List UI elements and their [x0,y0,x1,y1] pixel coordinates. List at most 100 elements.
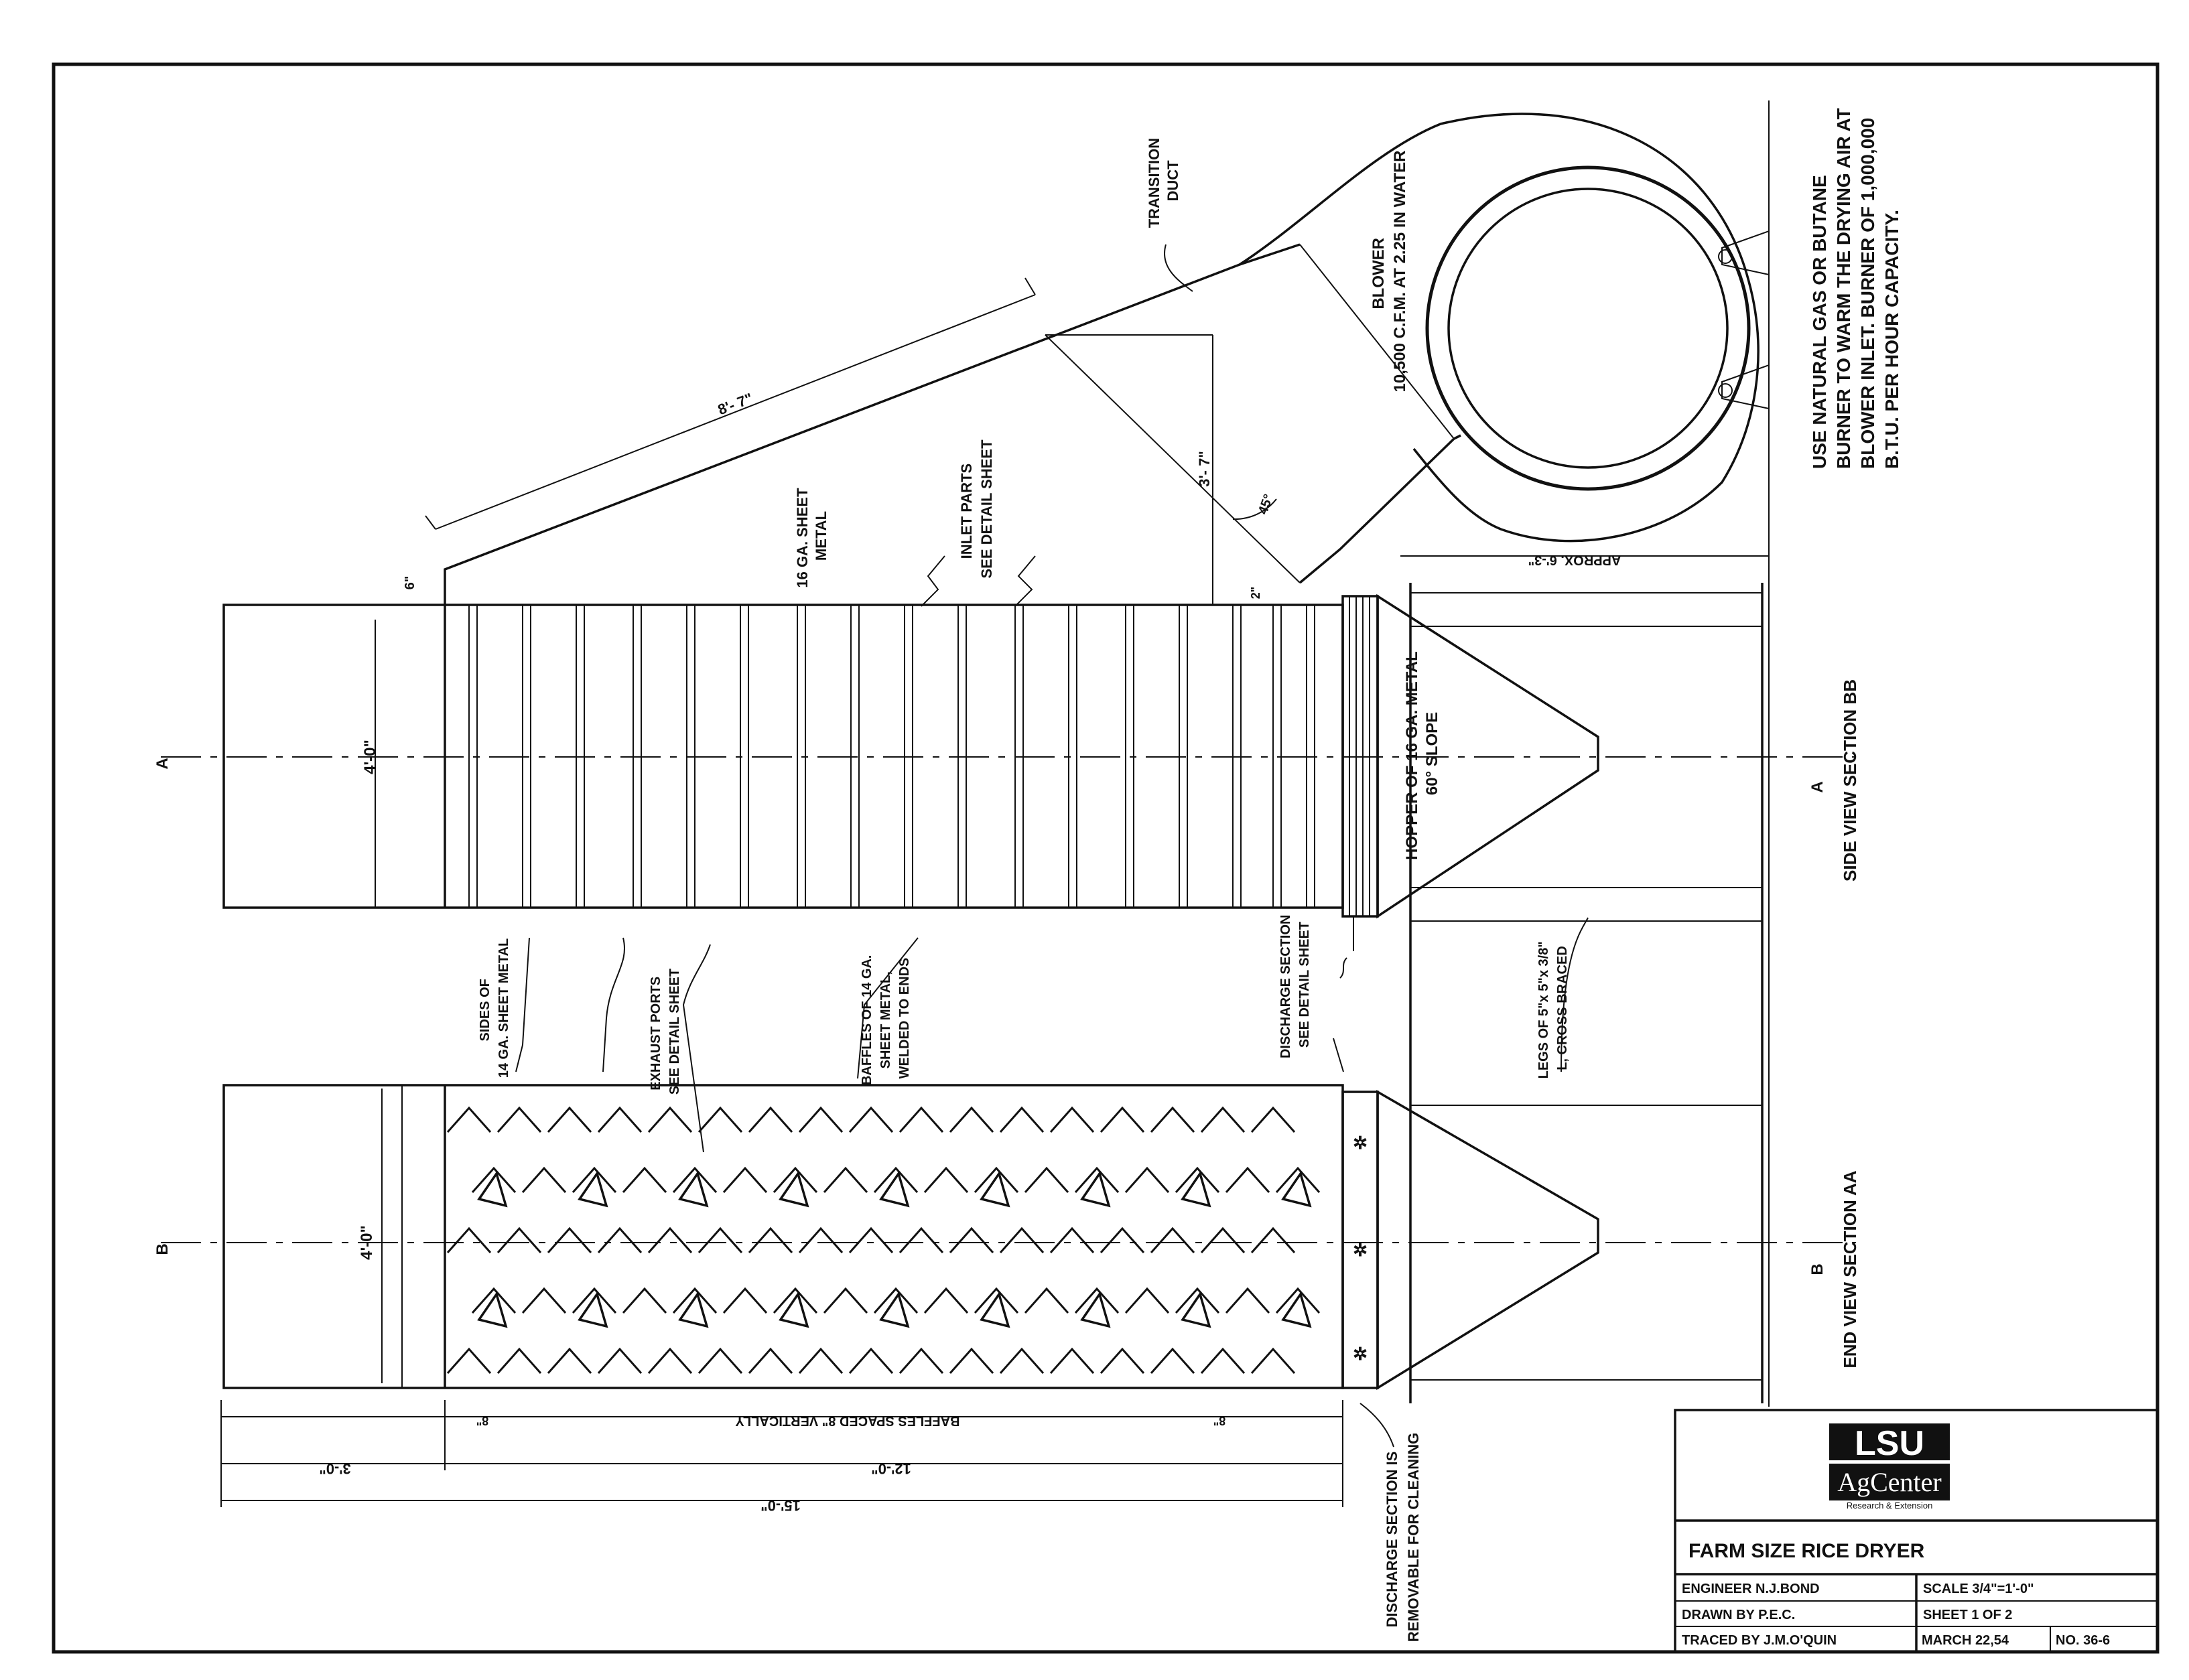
label-baffles: BAFFLES OF 14 GA. [860,955,874,1085]
baffle-chevron [597,1347,643,1374]
label-legs: LEGS OF 5"x 5"x 3/8" [1536,941,1551,1078]
traced-by: TRACED BY J.M.O'QUIN [1682,1633,1837,1648]
svg-text:Research & Extension: Research & Extension [1847,1500,1933,1511]
baffle-chevron [1100,1106,1145,1133]
baffle-chevron [1024,1166,1069,1193]
baffle-chevron [698,1106,743,1133]
svg-text:LSU: LSU [1855,1424,1924,1463]
baffle-chevron [672,1166,718,1193]
dim-duct-height: 3'- 7" [1196,451,1213,487]
dim-eight-in-1: 8" [476,1414,489,1427]
label-inlet-parts: INLET PARTS [958,464,975,559]
dim-approx: APPROX. 6'-3" [1528,553,1621,567]
baffle-chevron [823,1166,868,1193]
exhaust-port [678,1170,709,1208]
side-hopper [1376,593,1599,919]
baffle-chevron [521,1287,567,1314]
baffle-chevron [848,1347,894,1374]
end-dryer-body [222,1084,1344,1389]
exhaust-port [1181,1170,1211,1208]
baffle-chevron [547,1227,592,1253]
dimension-lines [220,277,1769,1507]
baffle-chevron [798,1227,844,1253]
side-view-title: SIDE VIEW SECTION BB [1840,679,1860,882]
baffle-chevron [722,1287,768,1314]
baffle-chevron [1250,1227,1296,1253]
label-removable: DISCHARGE SECTION IS [1384,1452,1400,1628]
baffle-chevron [1275,1166,1321,1193]
baffle-chevron [1250,1347,1296,1374]
svg-text:✲: ✲ [1353,1240,1368,1260]
baffle-chevron [923,1166,969,1193]
svg-text:DISCHARGE SECTION SEE DETA: DISCHARGE SECTION SEE DETAIL SHEET [1278,911,1312,1058]
label-sides: SIDES OF [478,979,492,1041]
baffle-chevron [1074,1166,1120,1193]
baffle-chevron [622,1287,667,1314]
title-block: LSU AgCenter Research & Extension FARM S… [1674,1409,2159,1653]
baffle-chevron [798,1347,844,1374]
baffle-chevron [471,1166,517,1193]
dim-three-ft: 3'-0" [319,1460,350,1477]
baffle-chevron [1150,1227,1195,1253]
exhaust-port [1080,1291,1111,1328]
baffle-chevron [647,1347,693,1374]
leaders [515,244,1589,1448]
svg-text:TRANSITION DUCT: TRANSITION DUCT [1146,134,1181,228]
baffle-chevron [923,1287,969,1314]
baffle-chevron [1200,1347,1246,1374]
exhaust-port [980,1291,1010,1328]
end-hopper [1376,1089,1599,1391]
baffle-chevron [672,1287,718,1314]
baffle-chevron [899,1227,944,1253]
baffle-chevron [1049,1347,1095,1374]
svg-text:EXHAUST PORTS SEE DETAIL S: EXHAUST PORTS SEE DETAIL SHEET [649,969,682,1095]
baffle-chevron [572,1287,617,1314]
baffle-chevron [873,1166,919,1193]
baffle-chevron [1024,1287,1069,1314]
side-view [161,100,1856,1407]
baffle-chevron [622,1166,667,1193]
baffle-chevron [1150,1347,1195,1374]
section-mark-a-left: A [153,758,172,769]
end-view: ✲ ✲ ✲ [161,1084,1856,1403]
svg-text:HOPPER OF 16 GA. METAL 6: HOPPER OF 16 GA. METAL 60° SLOPE [1403,647,1441,860]
baffle-chevron [999,1347,1045,1374]
blower-outlet-ring-inner [1447,188,1729,469]
exhaust-port [1080,1170,1111,1208]
svg-text:✲: ✲ [1353,1133,1368,1153]
baffle-chevron [1225,1166,1270,1193]
baffle-chevron [899,1106,944,1133]
exhaust-port [477,1291,508,1328]
label-transition-duct: TRANSITION [1146,138,1163,228]
baffle-chevron [798,1106,844,1133]
baffle-chevron [1225,1287,1270,1314]
exhaust-port [578,1291,608,1328]
lsu-agcenter-logo: LSU AgCenter Research & Extension [1829,1423,1950,1511]
label-exhaust-ports: EXHAUST PORTS [649,977,663,1091]
baffle-chevron [1275,1287,1321,1314]
baffle-chevron [773,1166,818,1193]
svg-text:DISCHARGE SECTION IS REM: DISCHARGE SECTION IS REMOVABLE FOR CLEAN… [1384,1433,1422,1642]
drawing-title: FARM SIZE RICE DRYER [1688,1540,1925,1562]
baffle-chevron [899,1347,944,1374]
end-view-title: END VIEW SECTION AA [1840,1170,1860,1368]
baffle-chevron [1150,1106,1195,1133]
baffle-chevron [547,1106,592,1133]
dim-six-inch: 6" [403,576,417,590]
section-mark-b-right: B [1808,1263,1827,1275]
baffle-chevron [496,1106,542,1133]
drawn-by: DRAWN BY P.E.C. [1682,1608,1795,1622]
svg-text:AgCenter: AgCenter [1837,1467,1942,1497]
baffle-chevron [1250,1106,1296,1133]
transition-duct [444,243,1301,605]
exhaust-port [477,1170,508,1208]
baffle-chevron [1049,1227,1095,1253]
exhaust-port [879,1170,910,1208]
baffle-chevron [949,1106,994,1133]
baffle-chevron [698,1227,743,1253]
baffle-chevron [1049,1106,1095,1133]
blower-housing [1239,113,1760,543]
baffle-chevron [999,1227,1045,1253]
exhaust-port [678,1291,709,1328]
svg-text:SIDES OF 14 GA. SHEET MET: SIDES OF 14 GA. SHEET METAL [478,938,511,1078]
